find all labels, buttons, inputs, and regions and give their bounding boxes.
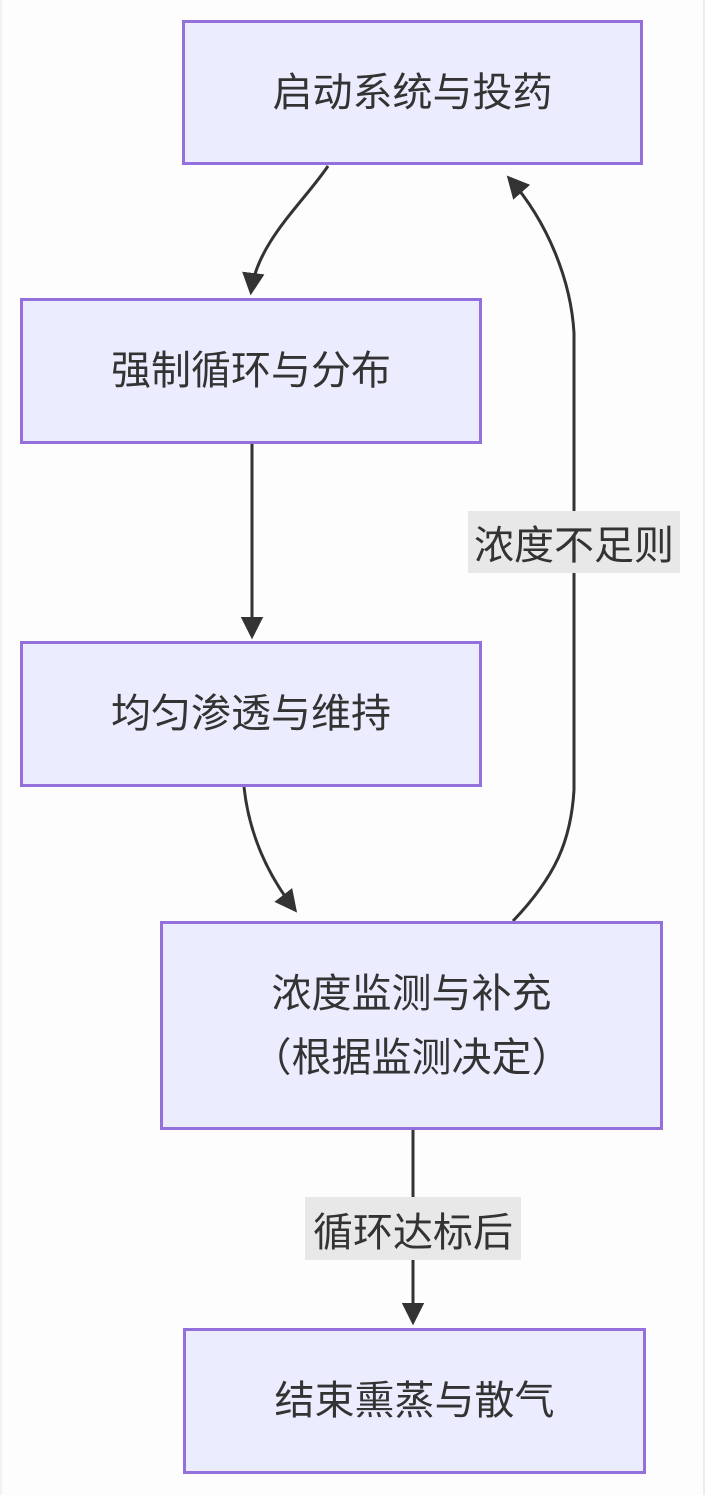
node-end-fumigation: 结束熏蒸与散气 — [183, 1328, 646, 1474]
edge-monitoring-to-start — [506, 175, 576, 923]
edge-label-cycle-reached: 循环达标后 — [305, 1197, 521, 1260]
edge-permeation-to-monitoring — [242, 786, 298, 913]
node-concentration-monitoring: 浓度监测与补充 （根据监测决定） — [160, 921, 663, 1130]
node-start-system-dosing: 启动系统与投药 — [182, 20, 643, 165]
edge-label-concentration-insufficient: 浓度不足则 — [468, 511, 680, 573]
node-forced-circulation: 强制循环与分布 — [20, 298, 482, 444]
edge-start-to-circulation — [242, 165, 330, 296]
node-uniform-permeation: 均匀渗透与维持 — [20, 641, 482, 787]
